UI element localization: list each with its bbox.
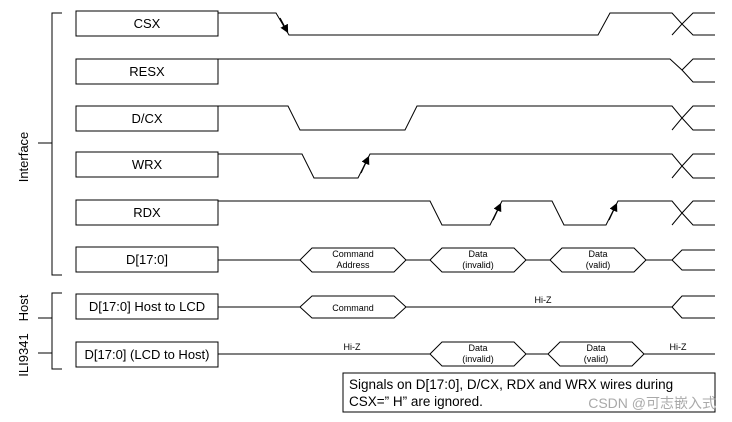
- command-address-text-1: Command: [332, 249, 374, 259]
- data-label: D[17:0]: [126, 252, 168, 267]
- data-valid-text-2: (valid): [586, 260, 611, 270]
- csx-fall-arrow: [279, 17, 289, 34]
- host-end-cross: [671, 295, 715, 319]
- resx-label-box: [75, 58, 219, 85]
- data-invalid-hexagon: [429, 247, 527, 273]
- host-hiz-label: Hi-Z: [535, 295, 552, 305]
- dcx-label-box: [75, 105, 219, 132]
- note-box: [342, 372, 716, 413]
- host-to-lcd-label-box: [75, 293, 219, 320]
- note-line-1: Signals on D[17:0], D/CX, RDX and WRX wi…: [349, 377, 673, 392]
- host-command-hexagon: [299, 295, 407, 319]
- dcx-label: D/CX: [131, 111, 162, 126]
- wrx-label: WRX: [132, 157, 163, 172]
- lcd-invalid-text-1: Data: [468, 343, 487, 353]
- csx-label-box: [75, 10, 219, 37]
- interface-group-label: Interface: [16, 132, 31, 183]
- csx-label: CSX: [134, 16, 161, 31]
- lcd-hiz-left-label: Hi-Z: [344, 342, 361, 352]
- data-valid-text-1: Data: [588, 249, 607, 259]
- command-address-hexagon: [299, 247, 407, 273]
- data-end-cross: [671, 249, 715, 271]
- lcd-valid-text-1: Data: [586, 343, 605, 353]
- lcd-invalid-hexagon: [429, 341, 527, 367]
- wrx-waveform: [218, 153, 715, 179]
- rdx-rise-arrow-1: [492, 202, 502, 221]
- lcd-valid-text-2: (valid): [584, 354, 609, 364]
- data-invalid-text-1: Data: [468, 249, 487, 259]
- resx-label: RESX: [129, 64, 165, 79]
- rdx-rise-arrow-2: [608, 202, 618, 221]
- rdx-label-box: [75, 199, 219, 226]
- interface-bracket: [38, 12, 62, 276]
- lcd-hiz-right-label: Hi-Z: [670, 342, 687, 352]
- wrx-label-box: [75, 151, 219, 178]
- host-command-text: Command: [332, 303, 374, 313]
- command-address-text-2: Address: [336, 260, 370, 270]
- resx-waveform: [218, 58, 715, 83]
- csx-waveform: [218, 12, 715, 36]
- data-label-box: [75, 246, 219, 273]
- ili9341-group-label: ILI9341: [16, 333, 31, 376]
- note-line-2: CSX=” H” are ignored.: [349, 394, 483, 409]
- dcx-waveform: [218, 105, 715, 131]
- lcd-invalid-text-2: (invalid): [462, 354, 494, 364]
- lcd-valid-hexagon: [547, 341, 645, 367]
- lcd-to-host-label-box: [75, 341, 219, 368]
- host-bracket: [38, 292, 62, 370]
- host-group-label: Host: [16, 294, 31, 321]
- watermark: CSDN @可志嵌入式: [588, 395, 716, 411]
- data-invalid-text-2: (invalid): [462, 260, 494, 270]
- wrx-rise-arrow: [360, 155, 370, 174]
- rdx-waveform: [218, 200, 715, 226]
- host-to-lcd-label: D[17:0] Host to LCD: [89, 299, 205, 314]
- rdx-label: RDX: [133, 205, 161, 220]
- data-valid-hexagon: [549, 247, 647, 273]
- lcd-to-host-label: D[17:0] (LCD to Host): [85, 347, 210, 362]
